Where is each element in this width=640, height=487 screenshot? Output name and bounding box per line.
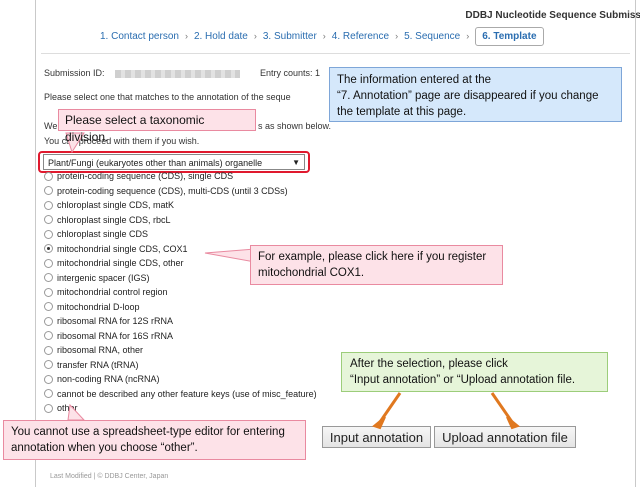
template-option[interactable]: transfer RNA (tRNA) (44, 358, 139, 372)
template-option-label: chloroplast single CDS (57, 229, 149, 239)
template-option[interactable]: intergenic spacer (IGS) (44, 271, 150, 285)
step-separator-icon: › (253, 31, 257, 41)
template-option[interactable]: ribosomal RNA for 16S rRNA (44, 329, 173, 343)
step-contact-person[interactable]: 1. Contact person (100, 30, 179, 42)
selection-hint-callout: After the selection, please click “Input… (341, 352, 608, 392)
step-sequence[interactable]: 5. Sequence (404, 30, 461, 42)
template-option[interactable]: mitochondrial single CDS, COX1 (44, 242, 188, 256)
template-option-label: mitochondrial control region (57, 287, 168, 297)
radio-icon[interactable] (44, 403, 53, 413)
template-option-label: mitochondrial single CDS, other (57, 258, 184, 268)
template-callout-line-3: the template at this page. (337, 106, 467, 118)
page-footer: Last Modified | © DDBJ Center, Japan (50, 473, 169, 480)
template-option-label: chloroplast single CDS, matK (57, 200, 175, 210)
select-highlight-box (38, 151, 310, 173)
radio-icon[interactable] (44, 302, 53, 311)
template-option-label: protein-coding sequence (CDS), multi-CDS… (57, 185, 288, 196)
radio-selected-icon[interactable] (44, 244, 53, 253)
radio-icon[interactable] (44, 229, 53, 239)
template-option[interactable]: chloroplast single CDS, rbcL (44, 213, 171, 227)
radio-icon[interactable] (44, 258, 53, 268)
template-option[interactable]: mitochondrial D-loop (44, 300, 140, 314)
template-option[interactable]: cannot be described any other feature ke… (44, 387, 317, 401)
template-callout-line-2: “7. Annotation” page are disappeared if … (337, 90, 599, 102)
template-option-label: chloroplast single CDS, rbcL (57, 214, 171, 225)
other-callout-line-2: annotation when you choose “other”. (11, 442, 198, 454)
input-annotation-button[interactable]: Input annotation (322, 426, 431, 448)
header-divider (41, 53, 630, 54)
radio-icon[interactable] (44, 273, 53, 282)
template-option-label: ribosomal RNA, other (57, 345, 144, 355)
template-option-label: mitochondrial single CDS, COX1 (57, 243, 188, 254)
radio-icon[interactable] (44, 215, 53, 224)
step-template[interactable]: 6. Template (475, 26, 544, 46)
template-callout-line-1: The information entered at the (337, 74, 492, 86)
template-option[interactable]: other (44, 401, 78, 415)
radio-icon[interactable] (44, 389, 53, 398)
radio-icon[interactable] (44, 374, 53, 384)
other-callout-line-1: You cannot use a spreadsheet-type editor… (11, 426, 285, 438)
selection-callout-line-1: After the selection, please click (350, 358, 508, 370)
radio-icon[interactable] (44, 186, 53, 195)
submission-id-label: Submission ID: (44, 68, 105, 78)
step-hold-date[interactable]: 2. Hold date (193, 30, 248, 42)
instruction-line-2-end: s as shown below. (258, 121, 332, 131)
radio-icon[interactable] (44, 316, 53, 326)
template-option-label: protein-coding sequence (CDS), single CD… (57, 171, 234, 181)
taxonomic-callout-text: Please select a taxonomic division. (65, 113, 205, 144)
step-submitter[interactable]: 3. Submitter (262, 30, 317, 42)
radio-icon[interactable] (44, 200, 53, 210)
template-option-label: ribosomal RNA for 12S rRNA (57, 316, 174, 326)
step-separator-icon: › (322, 31, 326, 41)
template-option[interactable]: protein-coding sequence (CDS), single CD… (44, 169, 233, 183)
step-separator-icon: › (184, 31, 188, 41)
step-reference[interactable]: 4. Reference (331, 30, 390, 42)
upload-annotation-file-button[interactable]: Upload annotation file (434, 426, 576, 448)
instruction-line-1: Please select one that matches to the an… (44, 92, 291, 102)
instruction-line-3: You can proceed with them if you wish. (44, 136, 200, 146)
template-option-label: transfer RNA (tRNA) (57, 359, 139, 370)
taxonomic-division-callout: Please select a taxonomic division. (58, 109, 256, 144)
template-option-label: mitochondrial D-loop (57, 301, 140, 312)
template-option-label: non-coding RNA (ncRNA) (57, 374, 160, 384)
step-nav: 1. Contact person › 2. Hold date › 3. Su… (100, 26, 544, 46)
template-option-label: other (57, 403, 78, 413)
radio-icon[interactable] (44, 360, 53, 369)
template-option[interactable]: ribosomal RNA, other (44, 343, 143, 357)
cox1-callout-line-1: For example, please click here if you re… (258, 251, 487, 263)
selection-callout-line-2: “Input annotation” or “Upload annotation… (350, 374, 576, 386)
template-option[interactable]: mitochondrial single CDS, other (44, 256, 184, 270)
submission-id-value-redacted (114, 69, 240, 78)
template-option[interactable]: protein-coding sequence (CDS), multi-CDS… (44, 184, 288, 198)
submission-id: Submission ID: (44, 68, 240, 78)
entry-counts: Entry counts: 1 (260, 68, 321, 78)
step-separator-icon: › (395, 31, 399, 41)
radio-icon[interactable] (44, 287, 53, 297)
template-option[interactable]: ribosomal RNA for 12S rRNA (44, 314, 173, 328)
template-option[interactable]: chloroplast single CDS, matK (44, 198, 174, 212)
taxonomic-division-value: Plant/Fungi (eukaryotes other than anima… (48, 158, 263, 168)
template-option-label: ribosomal RNA for 16S rRNA (57, 330, 174, 341)
template-warning-callout: The information entered at the “7. Annot… (329, 67, 622, 122)
app-title: DDBJ Nucleotide Sequence Submission (465, 10, 640, 21)
radio-icon[interactable] (44, 331, 53, 340)
cox1-callout-line-2: mitochondrial COX1. (258, 267, 365, 279)
taxonomic-division-select[interactable]: Plant/Fungi (eukaryotes other than anima… (43, 154, 305, 170)
other-option-callout: You cannot use a spreadsheet-type editor… (3, 420, 306, 460)
cox1-example-callout: For example, please click here if you re… (250, 245, 503, 285)
template-option[interactable]: chloroplast single CDS (44, 227, 148, 241)
dropdown-arrow-icon: ▼ (292, 158, 300, 167)
radio-icon[interactable] (44, 345, 53, 355)
template-option-label: cannot be described any other feature ke… (57, 388, 317, 399)
radio-icon[interactable] (44, 171, 53, 181)
step-separator-icon: › (466, 31, 470, 41)
template-option[interactable]: mitochondrial control region (44, 285, 168, 299)
instruction-line-2-start: We (44, 121, 58, 131)
template-option[interactable]: non-coding RNA (ncRNA) (44, 372, 160, 386)
template-option-label: intergenic spacer (IGS) (57, 272, 150, 283)
